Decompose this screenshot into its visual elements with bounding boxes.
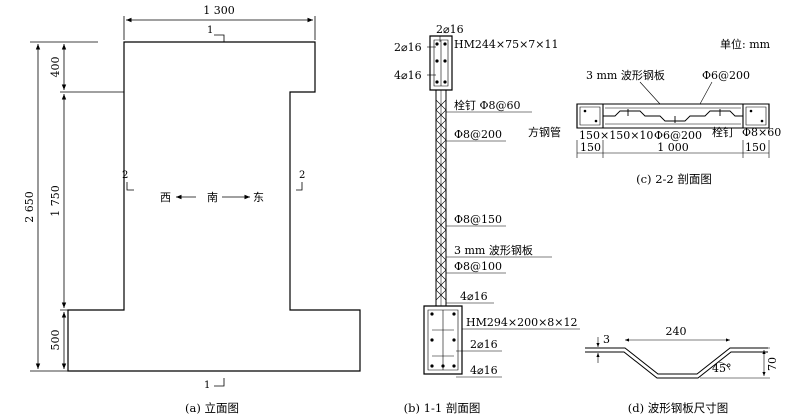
orient-east: 东 (253, 191, 264, 204)
dim-depth: 70 (766, 357, 779, 371)
angle-d: 45° (712, 362, 732, 375)
corrugated-plate (603, 111, 743, 121)
caption-a: (a) 立面图 (185, 401, 239, 415)
stirrup-c: Φ6@200 (702, 69, 750, 82)
stirrup-1: Φ8@200 (454, 128, 502, 141)
wall-outline (68, 42, 360, 371)
caption-b: (b) 1-1 剖面图 (404, 401, 481, 415)
dim-thick: 3 (603, 333, 610, 346)
bottom-beam: HM294×200×8×12 (466, 316, 578, 329)
top-beam: HM244×75×7×11 (454, 38, 559, 51)
rebar-top-left: 2⌀16 (394, 41, 422, 54)
plate-label: 3 mm 波形钢板 (454, 243, 533, 257)
side-mark-left: 2 (122, 170, 128, 181)
stirrup-c2: Φ6@200 (654, 129, 702, 142)
orient-south: 南 (207, 191, 218, 204)
section-mark-bottom: 1 (204, 380, 210, 391)
tube-label: 方钢管 (528, 125, 561, 139)
rebar-top-left2: 4⌀16 (394, 69, 422, 82)
truss-zigzag (436, 100, 446, 300)
rebar-top: 2⌀16 (436, 23, 464, 36)
rebar-bottom-2: 4⌀16 (470, 364, 498, 377)
dim-mid-c: 1 000 (657, 141, 689, 154)
caption-c: (c) 2-2 剖面图 (636, 172, 712, 186)
dim-top: 400 (49, 57, 62, 78)
bottom-flange-box (424, 306, 462, 374)
dim-bottom: 500 (49, 330, 62, 351)
panel-b-section: 2⌀16 2⌀16 HM244×75×7×11 4⌀16 栓钉 Φ8@60 Φ8… (394, 23, 580, 415)
dim-left-c: 150 (580, 141, 601, 154)
unit-label: 单位: mm (720, 37, 771, 51)
panel-c-section: 单位: mm 3 mm 波形钢板 Φ6@200 方钢管 150×150×10 Φ… (528, 37, 781, 186)
dim-middle: 1 750 (49, 185, 62, 217)
side-mark-right: 2 (299, 170, 305, 181)
plate-label-c: 3 mm 波形钢板 (586, 68, 665, 82)
stud-spec: Φ8×60 (742, 126, 781, 139)
caption-d: (d) 波形钢板尺寸图 (628, 401, 729, 415)
rebar-mid: 4⌀16 (460, 290, 488, 303)
dim-right-c: 150 (745, 141, 766, 154)
section-mark-top: 1 (207, 25, 213, 36)
dim-total-height: 2 650 (23, 191, 36, 223)
stirrup-2: Φ8@150 (454, 213, 502, 226)
rebar-bottom-1: 2⌀16 (470, 338, 498, 351)
stud-label: 栓钉 Φ8@60 (454, 98, 521, 112)
dim-top-d: 240 (666, 325, 687, 338)
tube-size: 150×150×10 (579, 129, 653, 142)
dim-width: 1 300 (203, 4, 235, 17)
panel-d-plate: 240 3 45° 70 (d) 波形钢板尺寸图 (585, 325, 779, 415)
panel-a-elevation: 1 300 1 2 650 400 1 750 500 2 2 西 南 东 1 … (23, 4, 360, 415)
stud-c: 栓钉 (712, 125, 734, 139)
stirrup-3: Φ8@100 (454, 260, 502, 273)
orient-west: 西 (160, 191, 171, 204)
